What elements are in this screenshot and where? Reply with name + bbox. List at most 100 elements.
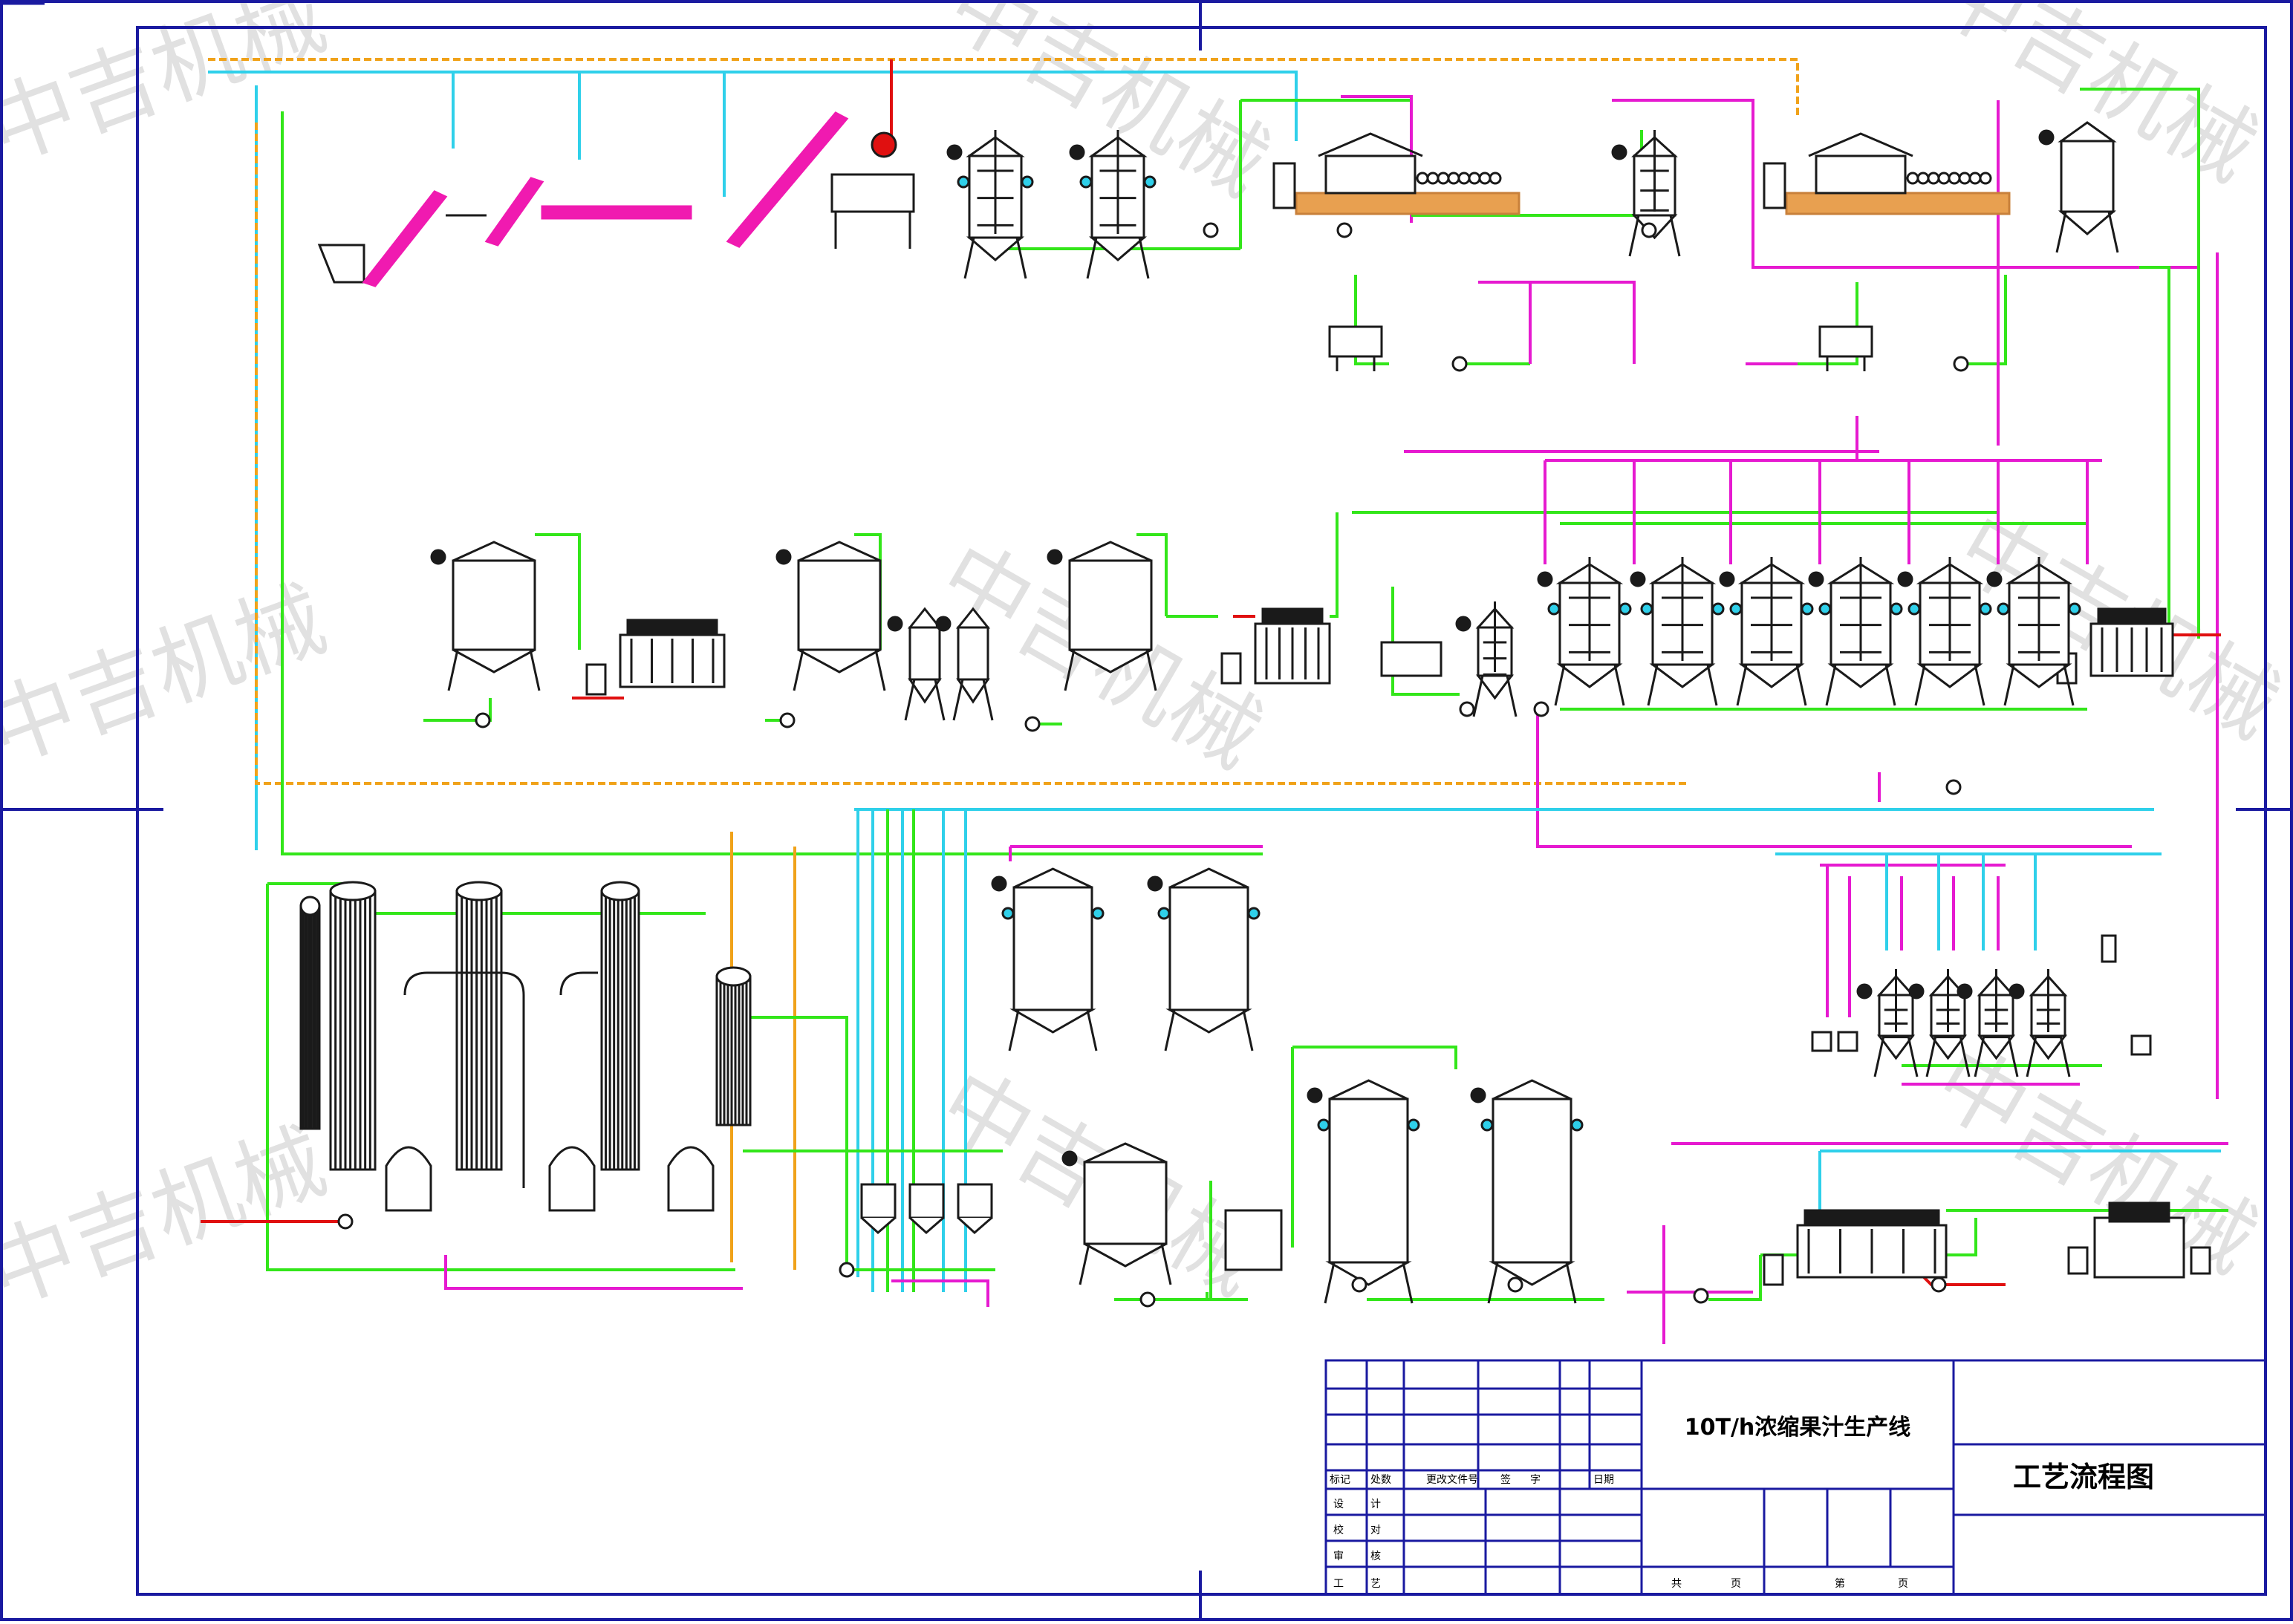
aseptic-tank-body bbox=[1083, 1161, 1168, 1245]
batch-tank-3-nozzle-l bbox=[1729, 602, 1743, 616]
tank-r1-right-bottom bbox=[2058, 210, 2117, 235]
storage-tank-1 bbox=[430, 541, 541, 691]
small-tank-a-leg-r bbox=[934, 679, 946, 721]
decanter-1-coil-1 bbox=[1426, 172, 1440, 185]
pump-7 bbox=[779, 712, 796, 728]
title-block bbox=[1324, 1359, 2267, 1596]
filling-machine bbox=[2067, 1201, 2211, 1279]
aseptic-tank-leg-l bbox=[1079, 1243, 1090, 1285]
storage-tank-3-leg-r bbox=[1145, 649, 1157, 691]
pump-11 bbox=[1139, 1291, 1156, 1308]
decanter-2-coil-3 bbox=[1937, 172, 1951, 185]
silo-2-leg-r bbox=[1565, 1262, 1577, 1304]
pump-5 bbox=[1953, 356, 1969, 372]
decanter-1-coil-4 bbox=[1457, 172, 1471, 185]
tb-label-count: 处数 bbox=[1370, 1474, 1391, 1486]
batch-tank-4 bbox=[1808, 557, 1903, 706]
cip-tank-1 bbox=[1856, 969, 1919, 1077]
pump-13 bbox=[1507, 1276, 1523, 1293]
batch-tank-2-nozzle-l bbox=[1640, 602, 1653, 616]
blend-tank-1-bottom bbox=[1009, 1008, 1096, 1034]
tb-craft-2: 艺 bbox=[1370, 1578, 1381, 1590]
press-2-body bbox=[1818, 325, 1873, 358]
tank-r1-1-leg-l bbox=[963, 237, 975, 279]
uht-skid-top bbox=[1261, 607, 1324, 625]
storage-tank-1-leg-l bbox=[447, 649, 459, 691]
pump-10 bbox=[1533, 701, 1549, 717]
pump-2 bbox=[1336, 222, 1353, 238]
filler-skid-top bbox=[2097, 607, 2167, 625]
storage-tank-2-gauge bbox=[775, 549, 792, 565]
tb-check-2: 对 bbox=[1370, 1524, 1381, 1536]
small-tank-c bbox=[1455, 601, 1518, 717]
storage-tank-1-body bbox=[452, 559, 536, 651]
finisher-column-cap bbox=[715, 966, 752, 987]
tb-review-1: 审 bbox=[1333, 1550, 1344, 1562]
watermark-7: 中吉机械 bbox=[0, 1109, 338, 1325]
batch-tank-3-bottom bbox=[1738, 663, 1805, 688]
filling-machine-panel-l bbox=[2067, 1246, 2089, 1275]
storage-tank-3-gauge bbox=[1047, 549, 1063, 565]
small-tank-b bbox=[935, 607, 994, 721]
evap-column-1 bbox=[329, 881, 377, 1171]
tank-r1-2 bbox=[1069, 130, 1157, 279]
batch-tank-2-leg-r bbox=[1706, 664, 1718, 706]
cip-tank-3-leg-r bbox=[2007, 1035, 2019, 1077]
storage-tank-2-bottom bbox=[798, 648, 881, 674]
mix-tank-r1 bbox=[1611, 130, 1681, 257]
feed-tank-2-cone bbox=[908, 1216, 944, 1235]
small-tank-b-leg-r bbox=[982, 679, 994, 721]
tank-r1-1-bottom bbox=[966, 236, 1025, 261]
separator-3 bbox=[667, 1146, 715, 1212]
tb-pages-2: 页 bbox=[1898, 1578, 1908, 1590]
evap-column-3 bbox=[600, 881, 640, 1171]
pump-4 bbox=[1451, 356, 1468, 372]
batch-tank-2-bottom bbox=[1649, 663, 1716, 688]
batch-tank-6-leg-r bbox=[2063, 664, 2075, 706]
tank-r1-1-leg-r bbox=[1015, 237, 1027, 279]
batch-tank-1 bbox=[1537, 557, 1632, 706]
batch-tank-4-nozzle-r bbox=[1890, 602, 1903, 616]
evap-column-2-shell bbox=[455, 890, 503, 1171]
cip-tank-3-gauge bbox=[1957, 983, 1973, 999]
silo-1-body bbox=[1328, 1098, 1409, 1264]
press-1-body bbox=[1328, 325, 1383, 358]
cip-tank-4-bottom bbox=[2029, 1034, 2067, 1060]
tb-label-sign-2: 字 bbox=[1530, 1474, 1541, 1486]
small-tank-a-bottom bbox=[908, 678, 942, 704]
decanter-2 bbox=[1763, 132, 2011, 215]
hopper bbox=[317, 244, 365, 284]
decanter-1-coil-7 bbox=[1489, 172, 1502, 185]
dosing-unit bbox=[2101, 934, 2117, 963]
batch-tank-1-nozzle-l bbox=[1547, 602, 1561, 616]
decanter-2-hood bbox=[1815, 154, 1907, 195]
batch-tank-2-leg-l bbox=[1647, 664, 1659, 706]
elevator-2 bbox=[484, 177, 544, 247]
tb-label-date: 日期 bbox=[1593, 1474, 1614, 1486]
finisher-column-shell bbox=[715, 975, 752, 1126]
storage-tank-1-gauge bbox=[430, 549, 446, 565]
tb-sheet: 第 bbox=[1835, 1577, 1845, 1590]
tb-design-2: 计 bbox=[1370, 1499, 1381, 1510]
blend-tank-2-gauge bbox=[1147, 875, 1163, 892]
cip-tank-4-leg-r bbox=[2059, 1035, 2071, 1077]
batch-tank-5-nozzle-l bbox=[1907, 602, 1921, 616]
storage-tank-2-leg-l bbox=[793, 649, 804, 691]
cip-tank-4-gauge bbox=[2009, 983, 2025, 999]
feed-tank-3-body bbox=[957, 1183, 993, 1219]
decanter-1-base bbox=[1295, 192, 1520, 215]
aseptic-tank-leg-r bbox=[1160, 1243, 1172, 1285]
batch-tank-6-nozzle-l bbox=[1997, 602, 2010, 616]
storage-tank-3-body bbox=[1068, 559, 1153, 651]
silo-1-top bbox=[1329, 1079, 1408, 1100]
silo-1-leg-l bbox=[1324, 1262, 1336, 1304]
silo-1-nozzle-l bbox=[1317, 1118, 1330, 1132]
aseptic-tank-gauge bbox=[1061, 1150, 1078, 1167]
silo-1-leg-r bbox=[1402, 1262, 1414, 1304]
batch-tank-1-leg-r bbox=[1613, 664, 1625, 706]
small-tank-c-leg-r bbox=[1506, 675, 1518, 717]
decanter-2-coil-5 bbox=[1958, 172, 1971, 185]
batch-tank-3-gauge bbox=[1719, 571, 1735, 587]
